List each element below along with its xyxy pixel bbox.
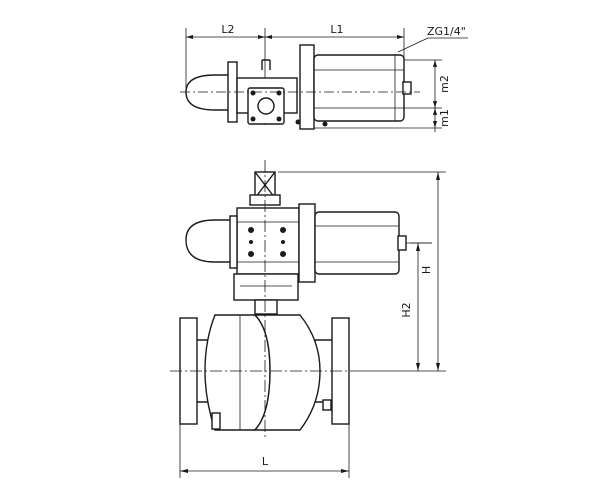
dimension-l1-label: L1 xyxy=(330,23,343,36)
valve-body xyxy=(179,314,350,431)
height-dimension-lines xyxy=(278,171,446,372)
front-dome-cap xyxy=(185,219,237,263)
dimension-l2-label: L2 xyxy=(221,23,234,36)
top-end-cap xyxy=(299,44,315,130)
length-dimension-line xyxy=(179,424,350,478)
mounting-bracket xyxy=(233,273,299,301)
top-view: L2 L1 ZG1/4" m2 m1 xyxy=(180,23,468,132)
dimension-h2-label: H2 xyxy=(400,302,413,317)
front-end-cap xyxy=(298,203,316,283)
front-view: H H2 L xyxy=(170,160,446,478)
top-dimension-lines xyxy=(185,28,405,125)
dimension-l-label: L xyxy=(262,455,269,468)
top-dome-cap xyxy=(185,74,230,111)
actuator-housing xyxy=(236,207,300,275)
top-square-flange xyxy=(247,87,285,125)
dimension-h-label: H xyxy=(420,266,433,274)
dimension-m2-label: m2 xyxy=(438,75,451,93)
port-thread-label: ZG1/4" xyxy=(427,25,466,38)
front-actuator-cylinder xyxy=(314,211,400,275)
dimension-m1-label: m1 xyxy=(438,109,451,127)
top-actuator-cylinder xyxy=(313,54,405,122)
